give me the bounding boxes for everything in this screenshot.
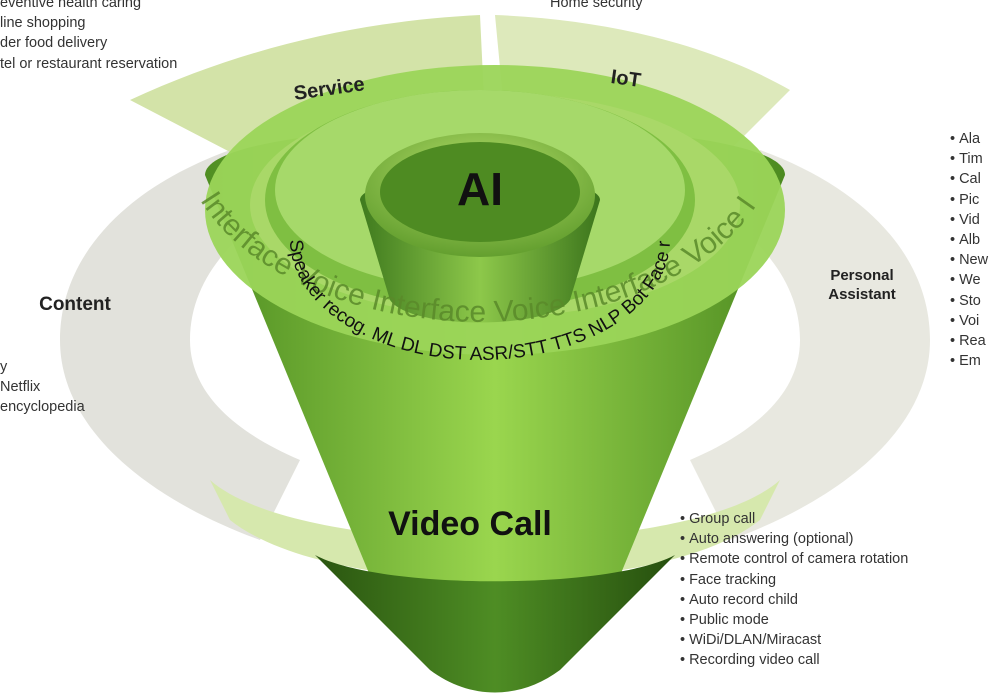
bullet-icon: • bbox=[950, 252, 956, 269]
bullet-icon: • bbox=[680, 531, 686, 548]
list-item: •Face tracking bbox=[680, 570, 908, 590]
list-item-text: New bbox=[959, 252, 989, 269]
list-item: •Recording video call bbox=[680, 650, 908, 670]
ai-title: AI bbox=[457, 163, 503, 215]
list-item-text: Auto record child bbox=[689, 591, 798, 608]
bullet-icon: • bbox=[950, 211, 956, 228]
list-item: •Auto answering (optional) bbox=[680, 529, 908, 549]
list-item-text: Home security bbox=[550, 0, 643, 11]
list-item-text: Auto answering (optional) bbox=[689, 531, 854, 548]
list-item-text: Rea bbox=[959, 333, 986, 350]
list-item-text: Sto bbox=[959, 292, 981, 309]
list-item: der food delivery bbox=[0, 33, 177, 53]
list-item-text: eventive health caring bbox=[0, 0, 142, 11]
list-item: •Pic bbox=[950, 190, 988, 210]
list-item-text: Public mode bbox=[689, 612, 769, 629]
bullet-icon: • bbox=[680, 612, 686, 629]
list-item: •Cal bbox=[950, 169, 988, 189]
list-item: line shopping bbox=[0, 13, 177, 33]
list-item-text: Recording video call bbox=[689, 652, 820, 669]
list-item: eventive health caring bbox=[0, 0, 177, 13]
bullet-icon: • bbox=[950, 272, 956, 289]
list-item-text: Pic bbox=[959, 191, 980, 208]
list-item: Home security bbox=[550, 0, 643, 13]
list-item-text: Group call bbox=[689, 511, 756, 527]
video-call-band bbox=[210, 480, 780, 580]
cone-tip bbox=[315, 555, 675, 693]
list-item: •Rea bbox=[950, 331, 988, 351]
list-item-text: We bbox=[959, 272, 981, 289]
bullet-icon: • bbox=[950, 292, 956, 309]
bullet-icon: • bbox=[950, 131, 956, 147]
list-item-text: y bbox=[0, 359, 8, 375]
list-item: •Voi bbox=[950, 311, 988, 331]
ai-bowl-inner bbox=[380, 142, 580, 242]
list-item-text: tel or restaurant reservation bbox=[0, 55, 178, 72]
list-item-text: encyclopedia bbox=[0, 399, 85, 416]
list-item: •New bbox=[950, 250, 988, 270]
list-item-text: Voi bbox=[959, 312, 980, 329]
iot-label: IoT bbox=[609, 66, 642, 92]
list-item: •Tim bbox=[950, 149, 988, 169]
list-item-text: Tim bbox=[959, 151, 983, 168]
list-item: •Em bbox=[950, 351, 988, 371]
list-item-text: Vid bbox=[959, 211, 980, 228]
bullet-icon: • bbox=[680, 511, 686, 527]
list-item-text: Netflix bbox=[0, 379, 41, 396]
list-item: tel or restaurant reservation bbox=[0, 54, 177, 74]
bullet-icon: • bbox=[950, 353, 956, 370]
list-item-text: line shopping bbox=[0, 15, 86, 32]
list-item: •Auto record child bbox=[680, 590, 908, 610]
service-list: eventive health caring line shopping der f… bbox=[0, 0, 177, 74]
list-item: •Public mode bbox=[680, 610, 908, 630]
personal-label-line1: Personal bbox=[830, 267, 893, 284]
list-item-text: der food delivery bbox=[0, 35, 108, 52]
list-item-text: Alb bbox=[959, 232, 981, 249]
content-segment bbox=[60, 150, 300, 540]
bullet-icon: • bbox=[950, 232, 956, 249]
bullet-icon: • bbox=[950, 171, 956, 188]
list-item: •Ala bbox=[950, 129, 988, 149]
list-item-text: Ala bbox=[959, 131, 981, 147]
list-item-text: Face tracking bbox=[689, 571, 777, 588]
bullet-icon: • bbox=[680, 632, 686, 649]
bullet-icon: • bbox=[950, 312, 956, 329]
bullet-icon: • bbox=[680, 591, 686, 608]
list-item: •Sto bbox=[950, 291, 988, 311]
content-label: Content bbox=[39, 294, 111, 315]
list-item: •WiDi/DLAN/Miracast bbox=[680, 630, 908, 650]
list-item-text: WiDi/DLAN/Miracast bbox=[689, 632, 822, 649]
list-item: Netflix bbox=[0, 377, 85, 397]
personal-label-line2: Assistant bbox=[828, 286, 896, 303]
list-item-text: Cal bbox=[959, 171, 981, 188]
bullet-icon: • bbox=[680, 551, 686, 568]
bullet-icon: • bbox=[950, 151, 956, 168]
list-item: y bbox=[0, 357, 85, 377]
iot-list: Home security bbox=[550, 0, 643, 13]
list-item-text: Em bbox=[959, 353, 981, 370]
list-item: encyclopedia bbox=[0, 397, 85, 417]
bullet-icon: • bbox=[950, 333, 956, 350]
personal-assistant-list: •Ala•Tim•Cal•Pic•Vid•Alb•New•We•Sto•Voi•… bbox=[950, 129, 988, 371]
video-call-list: •Group call•Auto answering (optional)•Re… bbox=[680, 509, 908, 671]
list-item: •Alb bbox=[950, 230, 988, 250]
bullet-icon: • bbox=[680, 571, 686, 588]
list-item: •Vid bbox=[950, 210, 988, 230]
list-item: •Remote control of camera rotation bbox=[680, 549, 908, 569]
list-item: •Group call bbox=[680, 509, 908, 529]
video-call-label: Video Call bbox=[388, 505, 552, 543]
bullet-icon: • bbox=[680, 652, 686, 669]
list-item: •We bbox=[950, 270, 988, 290]
personal-assistant-segment bbox=[690, 150, 930, 540]
list-item-text: Remote control of camera rotation bbox=[689, 551, 909, 568]
bullet-icon: • bbox=[950, 191, 956, 208]
